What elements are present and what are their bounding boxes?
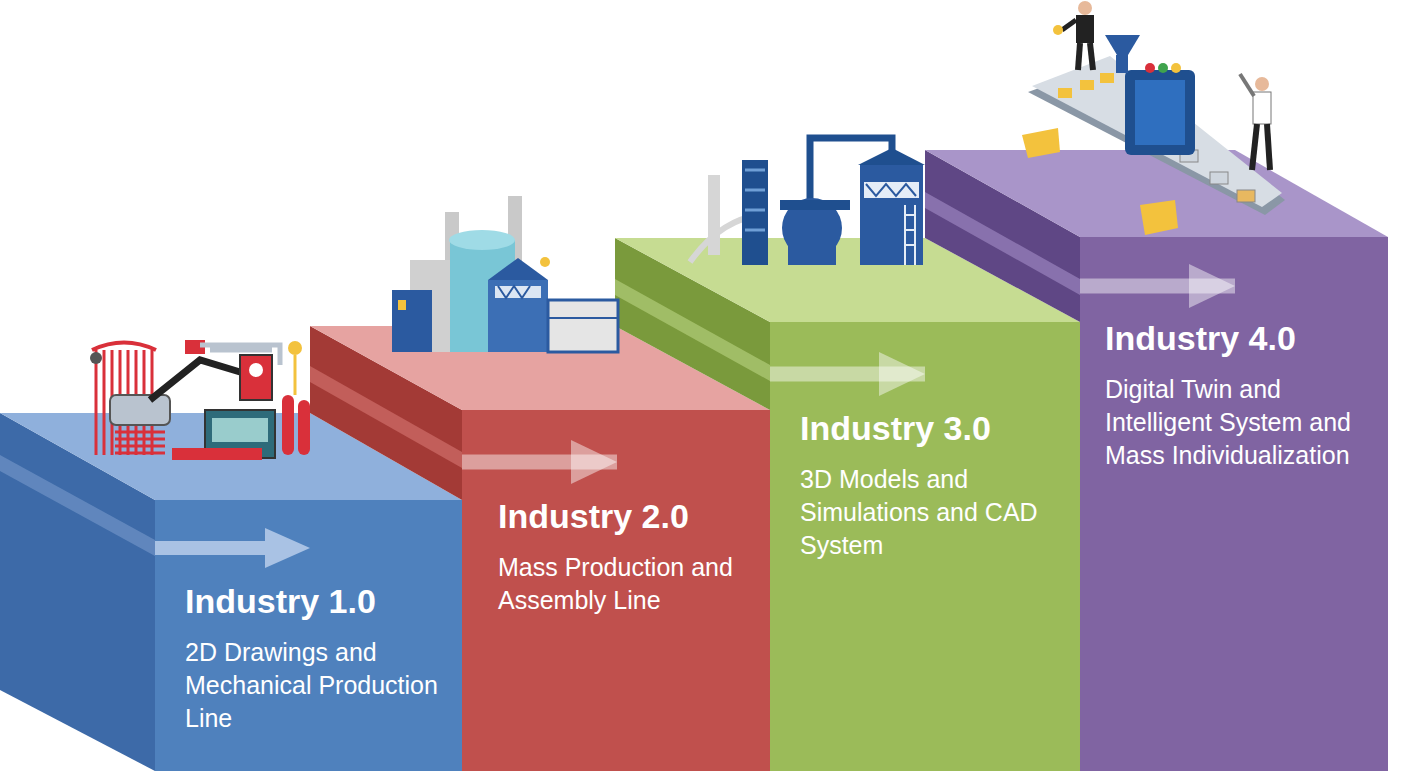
factory xyxy=(392,196,618,352)
block-front xyxy=(155,500,462,771)
smart-production-line xyxy=(1022,1,1285,235)
step-arrow xyxy=(462,455,617,470)
industry-stage: Industry 4.0Digital Twin and Intelligent… xyxy=(1080,150,1388,771)
industry-stage: Industry 2.0Mass Production and Assembly… xyxy=(462,326,770,771)
stage-heading: Industry 4.0 xyxy=(1105,318,1382,359)
block-top xyxy=(925,150,1388,237)
step-arrow xyxy=(1080,279,1235,294)
stage-description: 2D Drawings and Mechanical Production Li… xyxy=(185,636,454,735)
block-front xyxy=(770,322,1080,771)
stage-description: 3D Models and Simulations and CAD System xyxy=(800,463,1074,562)
block-front xyxy=(462,410,770,771)
stage-description: Digital Twin and Intelligent System and … xyxy=(1105,373,1382,472)
stage-heading: Industry 3.0 xyxy=(800,408,1074,449)
block-front xyxy=(1080,237,1388,771)
steam-machine xyxy=(90,340,310,460)
industry-stage: Industry 3.0 3D Models and Simulations an… xyxy=(770,238,1080,771)
stage-heading: Industry 2.0 xyxy=(498,496,764,537)
process-plant xyxy=(690,138,925,265)
stage-description: Mass Production and Assembly Line xyxy=(498,551,764,617)
stage-heading: Industry 1.0 xyxy=(185,581,454,622)
decor-arrow xyxy=(155,528,310,568)
industry-stage: Industry 1.0 2D Drawings and Mechanical P… xyxy=(155,413,462,771)
step-arrow xyxy=(770,367,925,382)
